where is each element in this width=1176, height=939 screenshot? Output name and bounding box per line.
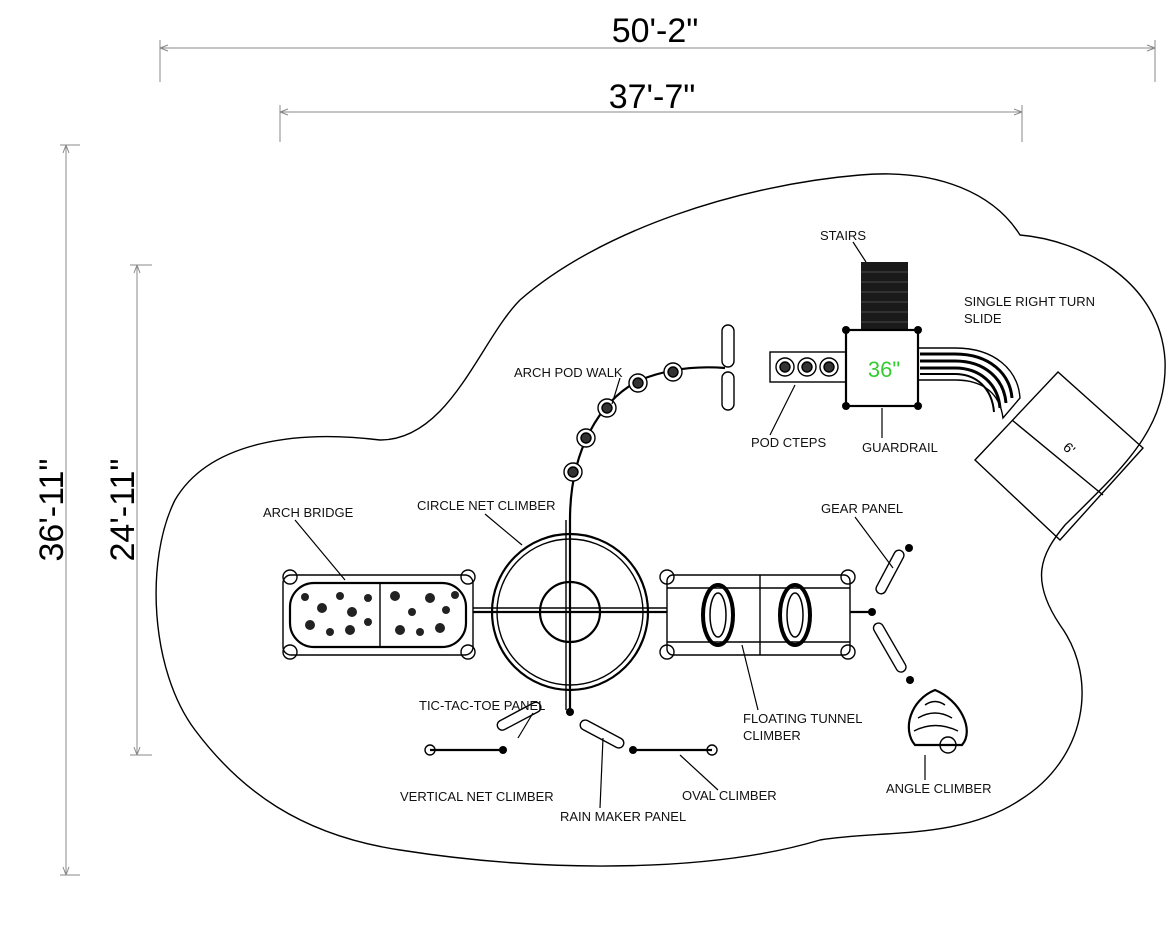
rain-maker-panel-label: RAIN MAKER PANEL — [560, 809, 686, 824]
circle-net-climber — [473, 520, 667, 716]
slide-zone-label: 6' — [1060, 439, 1078, 458]
pod-steps-label: POD CTEPS — [751, 435, 826, 450]
pod-steps — [769, 351, 847, 383]
dimension-overall-width: 50'-2" — [159, 12, 1156, 82]
floating-tunnel-label-line1: FLOATING TUNNEL — [743, 711, 862, 726]
stairs — [861, 262, 908, 330]
guardrail-label: GUARDRAIL — [862, 440, 938, 455]
use-zone-outline — [155, 173, 1166, 867]
slide-label-line2: SLIDE — [964, 311, 1002, 326]
circle-net-climber-label: CIRCLE NET CLIMBER — [417, 498, 555, 513]
dimension-overall-depth: 36'-11" — [33, 144, 80, 876]
inner-depth-label: 24'-11" — [104, 459, 142, 562]
angle-climber-label: ANGLE CLIMBER — [886, 781, 991, 796]
leader-lines — [294, 241, 926, 809]
floating-tunnel-climber — [659, 569, 856, 660]
gear-panel — [850, 544, 913, 616]
dimension-inner-depth: 24'-11" — [104, 264, 152, 756]
arch-pod-walk — [563, 324, 735, 521]
arch-bridge-label: ARCH BRIDGE — [263, 505, 354, 520]
stairs-label: STAIRS — [820, 228, 866, 243]
slide-use-zone: 6' — [974, 371, 1144, 541]
vertical-net-climber-label: VERTICAL NET CLIMBER — [400, 789, 554, 804]
single-right-turn-slide — [917, 347, 1021, 420]
dimension-inner-width: 37'-7" — [279, 78, 1023, 142]
oval-climber-label: OVAL CLIMBER — [682, 788, 777, 803]
angle-climber — [872, 622, 968, 754]
deck-height-label: 36" — [868, 357, 900, 382]
overall-depth-label: 36'-11" — [33, 459, 71, 562]
deck-36: 36" — [842, 326, 922, 410]
arch-pod-walk-label: ARCH POD WALK — [514, 365, 623, 380]
inner-width-label: 37'-7" — [609, 78, 696, 116]
slide-label-line1: SINGLE RIGHT TURN — [964, 294, 1095, 309]
bottom-panels — [424, 701, 718, 756]
tic-tac-toe-panel-label: TIC-TAC-TOE PANEL — [419, 698, 545, 713]
gear-panel-label: GEAR PANEL — [821, 501, 903, 516]
overall-width-label: 50'-2" — [612, 12, 699, 50]
arch-bridge — [282, 569, 476, 660]
floating-tunnel-label-line2: CLIMBER — [743, 728, 801, 743]
